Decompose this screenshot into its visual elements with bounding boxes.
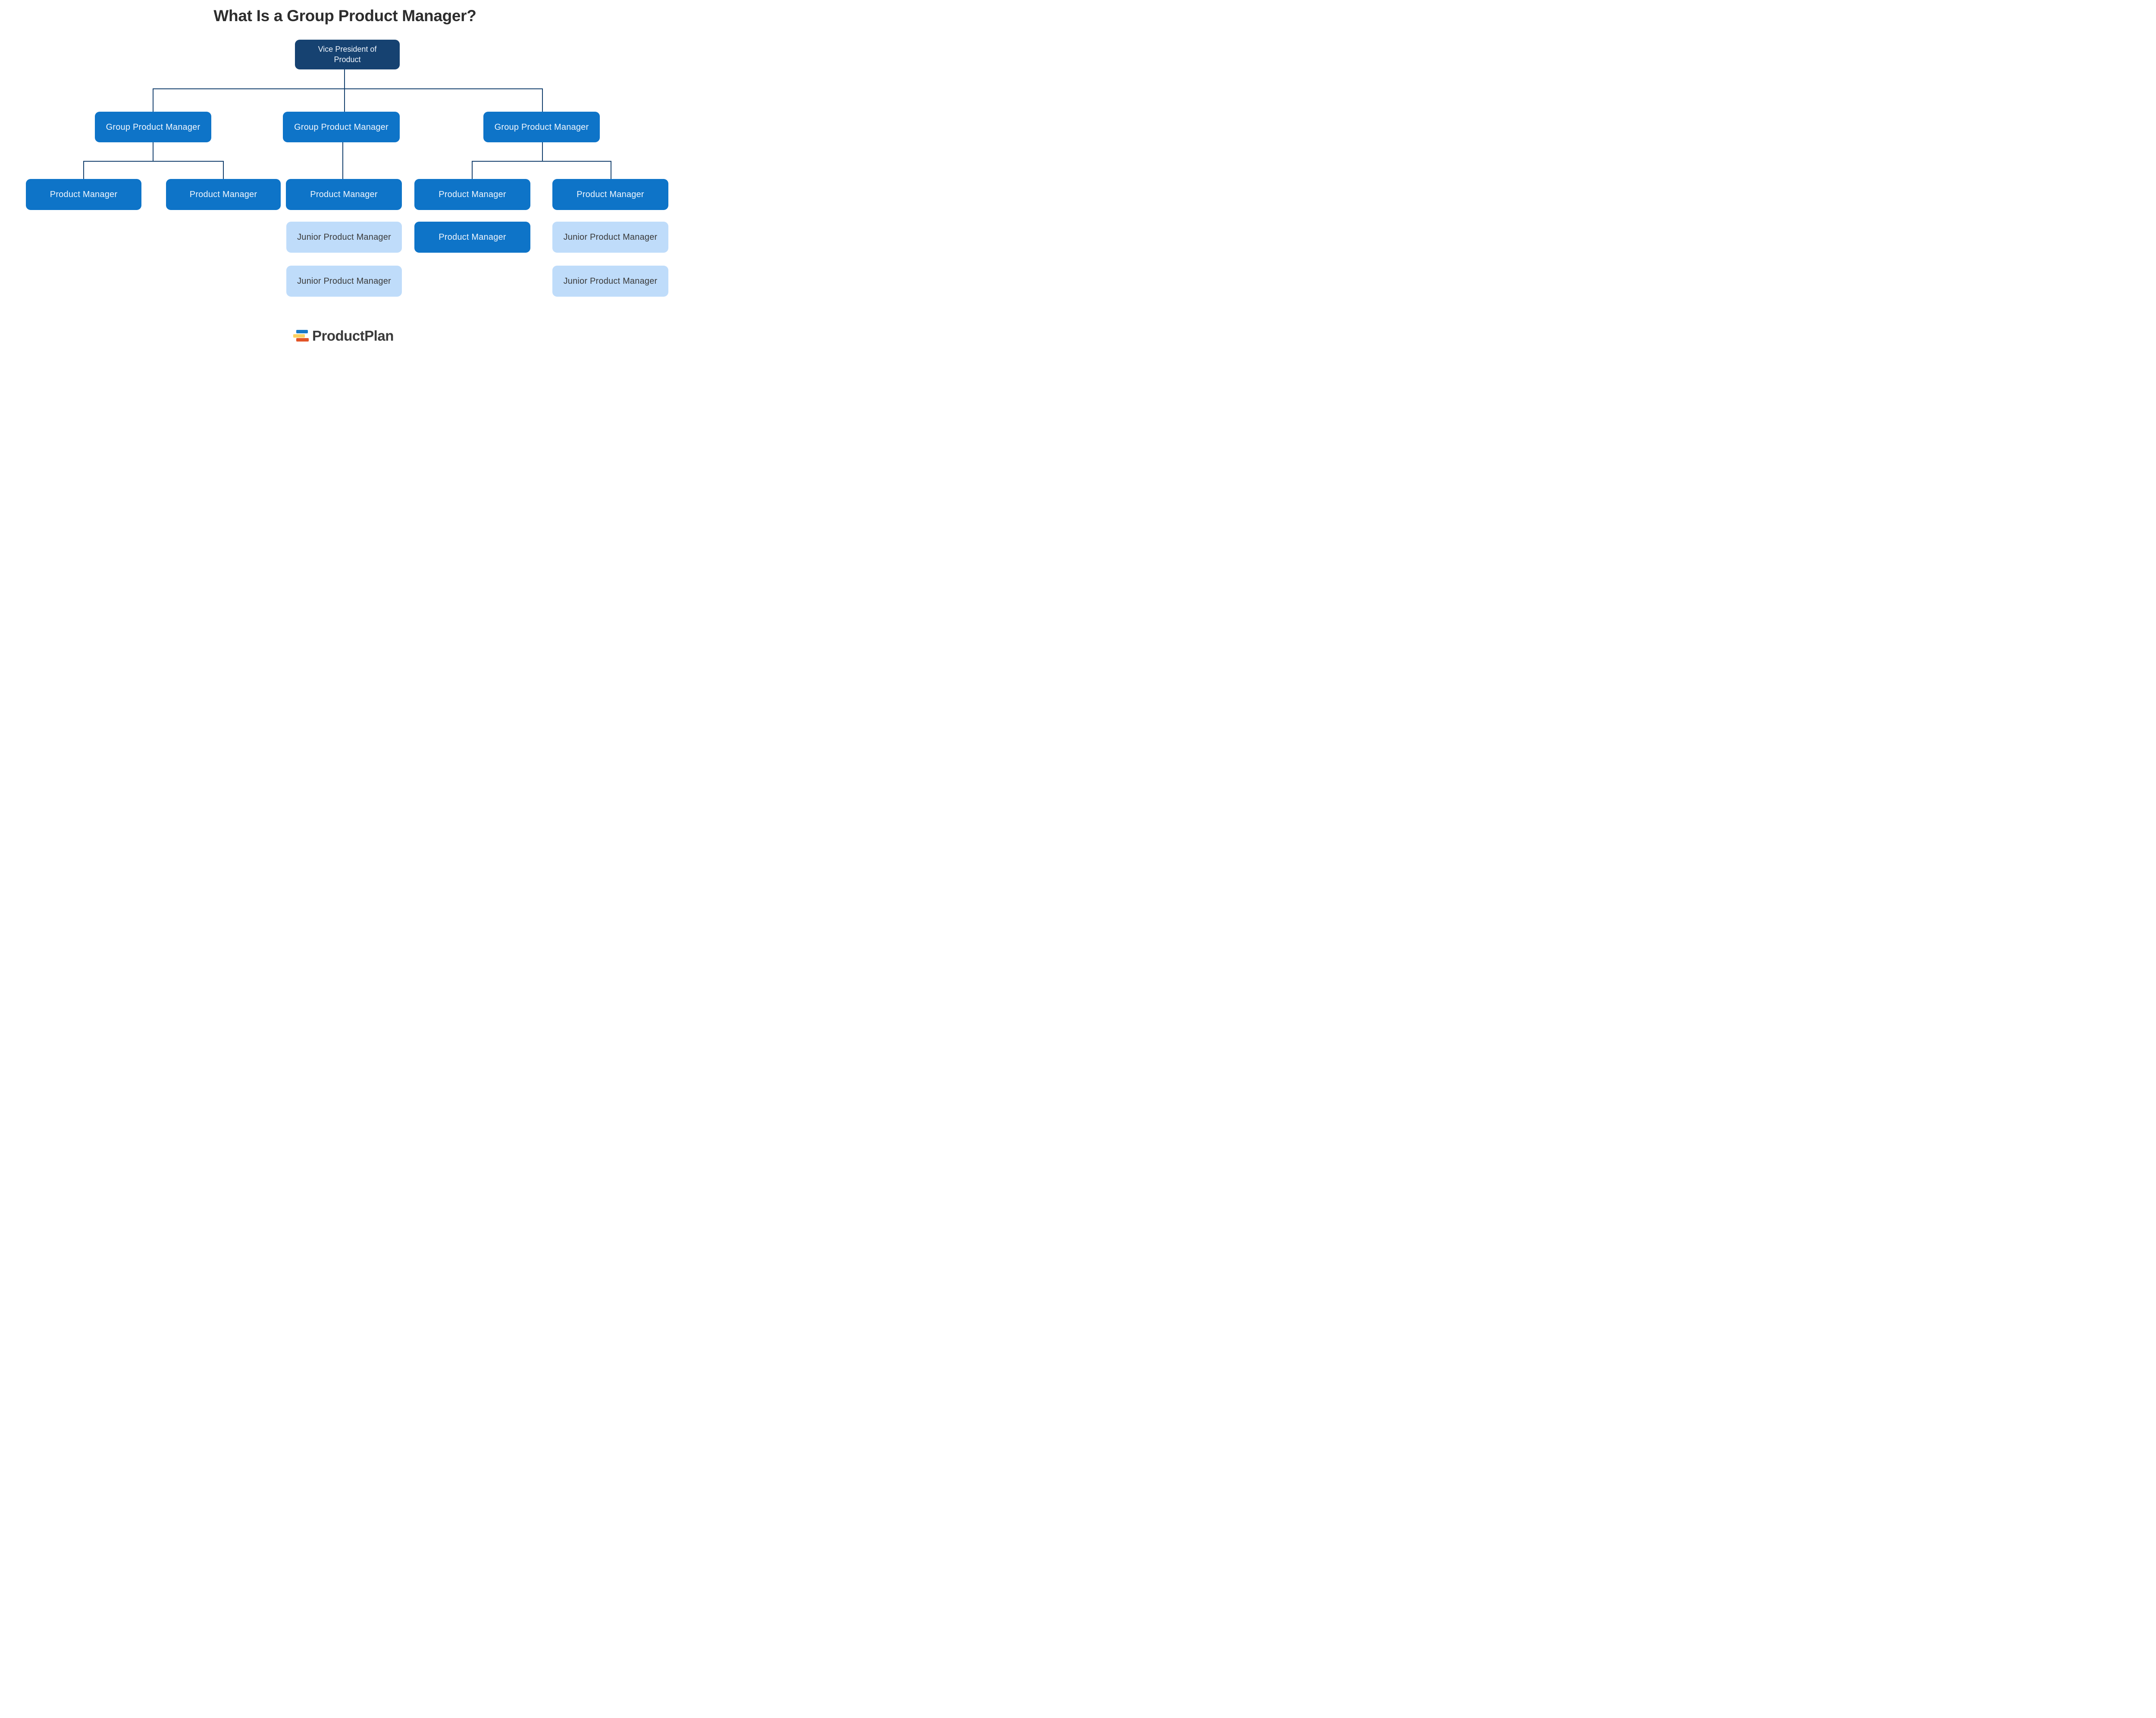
page-title: What Is a Group Product Manager? bbox=[213, 7, 476, 25]
node-label: Product Manager bbox=[310, 190, 378, 199]
connector-gpm3-down bbox=[542, 142, 543, 161]
node-junior-product-manager-1: Junior Product Manager bbox=[286, 222, 402, 253]
node-junior-product-manager-3: Junior Product Manager bbox=[286, 266, 402, 297]
node-label: Group Product Manager bbox=[294, 122, 389, 132]
connector-vp-to-gpm2 bbox=[344, 69, 345, 112]
node-product-manager-5: Product Manager bbox=[552, 179, 668, 210]
connector-right-rail bbox=[472, 161, 611, 162]
node-group-product-manager-1: Group Product Manager bbox=[95, 112, 211, 142]
node-label: Group Product Manager bbox=[494, 122, 589, 132]
productplan-bars-icon bbox=[293, 330, 309, 342]
connector-gpm1-down bbox=[153, 142, 154, 161]
org-chart-canvas: What Is a Group Product Manager? Vice Pr… bbox=[0, 0, 690, 344]
connector-drop-gpm1 bbox=[153, 88, 154, 112]
node-group-product-manager-3: Group Product Manager bbox=[483, 112, 600, 142]
node-group-product-manager-2: Group Product Manager bbox=[283, 112, 400, 142]
node-junior-product-manager-4: Junior Product Manager bbox=[552, 266, 668, 297]
node-product-manager-4: Product Manager bbox=[414, 179, 530, 210]
connector-drop-pm2 bbox=[223, 161, 224, 179]
node-product-manager-1: Product Manager bbox=[26, 179, 141, 210]
node-product-manager-3: Product Manager bbox=[286, 179, 402, 210]
node-label: Product Manager bbox=[439, 190, 506, 199]
node-product-manager-6: Product Manager bbox=[414, 222, 530, 253]
node-product-manager-2: Product Manager bbox=[166, 179, 281, 210]
node-junior-product-manager-2: Junior Product Manager bbox=[552, 222, 668, 253]
node-label: Group Product Manager bbox=[106, 122, 201, 132]
connector-top-rail bbox=[153, 88, 542, 89]
node-label: Product Manager bbox=[50, 190, 118, 199]
node-label: Product Manager bbox=[439, 232, 506, 242]
node-label: Junior Product Manager bbox=[563, 276, 658, 286]
node-label: Product Manager bbox=[189, 190, 257, 199]
connector-gpm2-to-pm3 bbox=[342, 142, 343, 179]
productplan-logo: ProductPlan bbox=[293, 329, 394, 343]
connector-drop-gpm3 bbox=[542, 88, 543, 112]
connector-left-rail bbox=[83, 161, 224, 162]
productplan-wordmark: ProductPlan bbox=[312, 328, 394, 344]
node-label: Junior Product Manager bbox=[297, 276, 391, 286]
node-label: Junior Product Manager bbox=[563, 232, 658, 242]
connector-drop-pm4 bbox=[472, 161, 473, 179]
node-vice-president-of-product: Vice President of Product bbox=[295, 40, 400, 69]
node-label: Junior Product Manager bbox=[297, 232, 391, 242]
logo-bar-blue bbox=[296, 330, 308, 333]
logo-bar-orange bbox=[296, 338, 309, 342]
node-label: Vice President of Product bbox=[318, 45, 377, 64]
connector-drop-pm1 bbox=[83, 161, 84, 179]
node-label: Product Manager bbox=[577, 190, 644, 199]
logo-bar-yellow bbox=[293, 334, 305, 338]
